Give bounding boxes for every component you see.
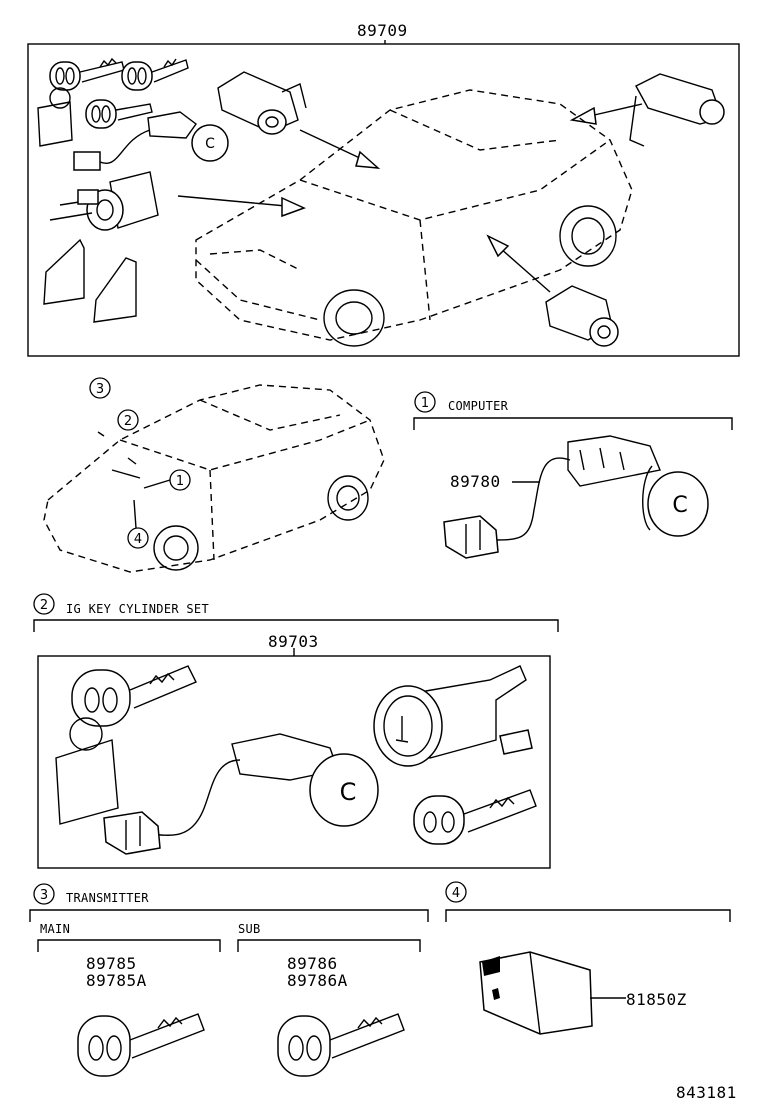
transmitter-main-label: MAIN xyxy=(40,922,71,936)
item4-number: 4 xyxy=(452,886,460,901)
computer-callout: 1 xyxy=(413,391,733,430)
key-icon xyxy=(121,58,189,91)
transmitter-sub-label: SUB xyxy=(238,922,261,936)
location-callout-1: 1 xyxy=(169,469,191,491)
ig-key-computer-icon: C xyxy=(103,733,379,855)
ig-key-title: IG KEY CYLINDER SET xyxy=(66,602,209,616)
transmitter-sub-part-b: 89786A xyxy=(287,971,348,990)
ignition-cylinder-icon xyxy=(49,171,159,231)
location-label-1: 1 xyxy=(176,474,184,489)
car-outline-large xyxy=(195,89,633,347)
location-label-2: 2 xyxy=(124,414,132,429)
rear-lock-icon xyxy=(629,73,725,147)
transmitter-callout: 3 xyxy=(29,883,429,952)
key-icon xyxy=(49,57,125,91)
transmitter-main-part-a: 89785 xyxy=(86,954,137,973)
transmitter-sub-part-a: 89786 xyxy=(287,954,338,973)
item4-part-number: 81850Z xyxy=(626,990,687,1009)
ig-key-second-key-icon xyxy=(413,789,537,845)
ig-key-box xyxy=(37,655,551,869)
door-lock-icon xyxy=(545,285,619,347)
ig-key-key-icon xyxy=(71,665,197,727)
computer-title: COMPUTER xyxy=(448,399,509,413)
item4-callout: 4 xyxy=(445,881,731,922)
transmitter-title: TRANSMITTER xyxy=(66,891,149,905)
computer-unit-icon: C xyxy=(443,435,709,559)
computer-part-number: 89780 xyxy=(450,472,501,491)
ig-key-part-number: 89703 xyxy=(268,632,319,651)
ig-key-number: 2 xyxy=(40,598,48,613)
top-part-number: 89709 xyxy=(357,21,408,40)
location-label-3: 3 xyxy=(96,382,104,397)
ig-key-cylinder-icon xyxy=(373,665,533,767)
overview-box xyxy=(27,43,740,357)
figure-number: 843181 xyxy=(676,1083,737,1102)
arrow-icon xyxy=(177,103,643,293)
item4-module-icon xyxy=(479,951,626,1035)
ig-key-tag-icon xyxy=(55,717,119,825)
location-callout-2: 2 xyxy=(117,409,139,431)
computer-icon: C xyxy=(73,111,229,171)
key-icon xyxy=(85,99,153,129)
sub-key-icon xyxy=(277,1013,405,1077)
ig-key-callout: 2 xyxy=(33,593,559,656)
svg-text:C: C xyxy=(340,778,357,806)
triangle-pad-icon xyxy=(43,238,137,323)
main-key-icon xyxy=(77,1013,205,1077)
svg-text:C: C xyxy=(205,136,215,152)
location-callout-4: 4 xyxy=(127,527,149,549)
svg-text:C: C xyxy=(672,493,687,518)
transmitter-number: 3 xyxy=(40,888,48,903)
door-lock-cylinder-icon xyxy=(217,71,307,135)
location-callout-3: 3 xyxy=(89,377,111,399)
computer-number: 1 xyxy=(421,396,429,411)
key-tag-icon xyxy=(37,87,73,147)
transmitter-main-part-b: 89785A xyxy=(86,971,147,990)
location-label-4: 4 xyxy=(134,532,142,547)
car-outline-small xyxy=(43,384,385,573)
